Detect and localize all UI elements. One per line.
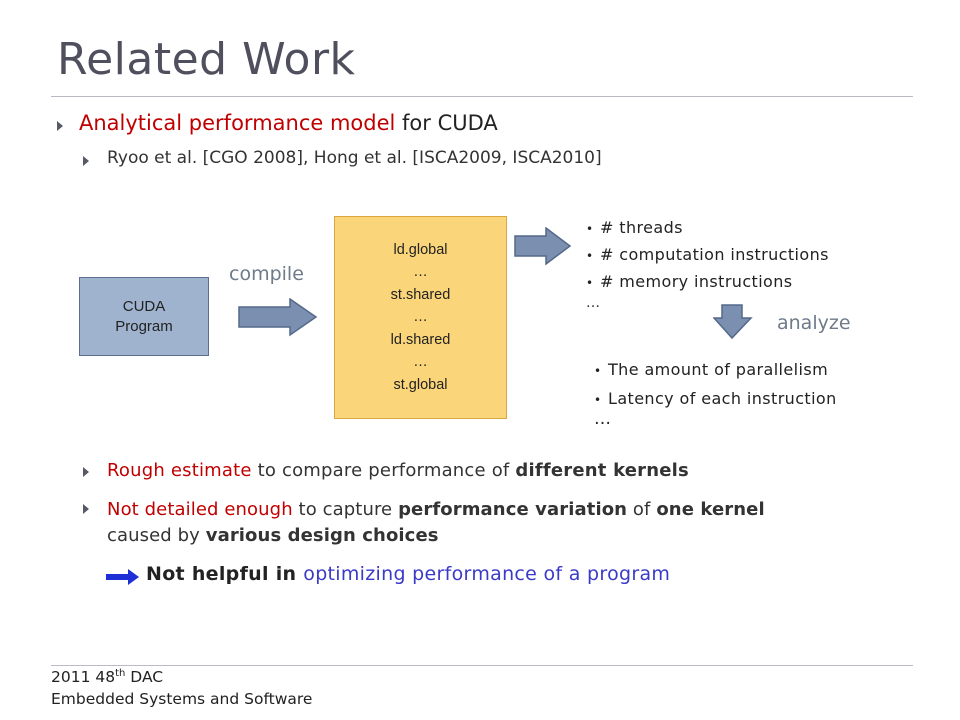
sub-bullet-arrow-icon: [83, 467, 89, 477]
code-line: …: [413, 354, 428, 371]
bullet-arrow-icon: [57, 121, 63, 131]
compile-label: compile: [229, 263, 304, 285]
metrics-list: •# threads •# computation instructions •…: [586, 215, 829, 296]
bullet-analytical-model-rest: for CUDA: [395, 111, 498, 135]
bullet-analytical-model: Analytical performance model for CUDA: [79, 111, 498, 135]
slide-title: Related Work: [57, 34, 356, 85]
sub-bullet-arrow-icon: [83, 156, 89, 166]
code-line: st.shared: [390, 286, 451, 303]
cuda-program-box: CUDA Program: [79, 277, 209, 356]
result-item: •The amount of parallelism: [594, 360, 829, 379]
not-detailed-line2: caused by various design choices: [107, 525, 439, 546]
sub-bullet-references: Ryoo et al. [CGO 2008], Hong et al. [ISC…: [107, 148, 602, 168]
metric-item: •# computation instructions: [586, 245, 829, 264]
footer-line1: 2011 48th DAC: [51, 668, 164, 687]
ptx-instructions-box: ld.global … st.shared … ld.shared … st.g…: [334, 216, 507, 419]
cuda-program-line1: CUDA: [122, 297, 166, 315]
result-item: •Latency of each instruction: [594, 389, 837, 408]
different-kernels-text: different kernels: [515, 460, 689, 481]
extract-arrow-icon: [514, 227, 572, 266]
bullet-analytical-model-highlight: Analytical performance model: [79, 111, 396, 135]
metric-item: •# threads: [586, 218, 683, 237]
compile-arrow-icon: [238, 298, 318, 337]
code-line: …: [413, 309, 428, 326]
footer-divider: [51, 665, 913, 666]
code-line: …: [413, 264, 428, 281]
title-divider: [51, 96, 913, 97]
results-more: …: [594, 409, 611, 429]
bullet-rough-estimate: Rough estimate to compare performance of…: [107, 460, 689, 481]
metrics-more: …: [586, 295, 600, 311]
conclusion-highlight: optimizing performance of a program: [303, 563, 671, 585]
code-line: ld.global: [393, 241, 448, 258]
footer-line2: Embedded Systems and Software: [51, 690, 313, 708]
cuda-program-line2: Program: [115, 317, 173, 335]
code-line: st.global: [393, 376, 448, 393]
metric-item: •# memory instructions: [586, 272, 793, 291]
rough-estimate-text: to compare performance of: [251, 460, 516, 481]
conclusion-text: Not helpful in: [146, 563, 304, 585]
analyze-arrow-icon: [713, 304, 753, 340]
conclusion: Not helpful in optimizing performance of…: [146, 563, 670, 585]
analyze-label: analyze: [777, 312, 851, 334]
code-line: ld.shared: [390, 331, 451, 348]
not-detailed-line1: Not detailed enough to capture performan…: [107, 499, 765, 520]
bullet-not-detailed: Not detailed enough to capture performan…: [107, 497, 927, 549]
analysis-results-list: •The amount of parallelism •Latency of e…: [594, 356, 837, 414]
rough-estimate-highlight: Rough estimate: [107, 460, 252, 481]
sub-bullet-arrow-icon: [83, 504, 89, 514]
conclusion-arrow-icon: [106, 569, 139, 585]
